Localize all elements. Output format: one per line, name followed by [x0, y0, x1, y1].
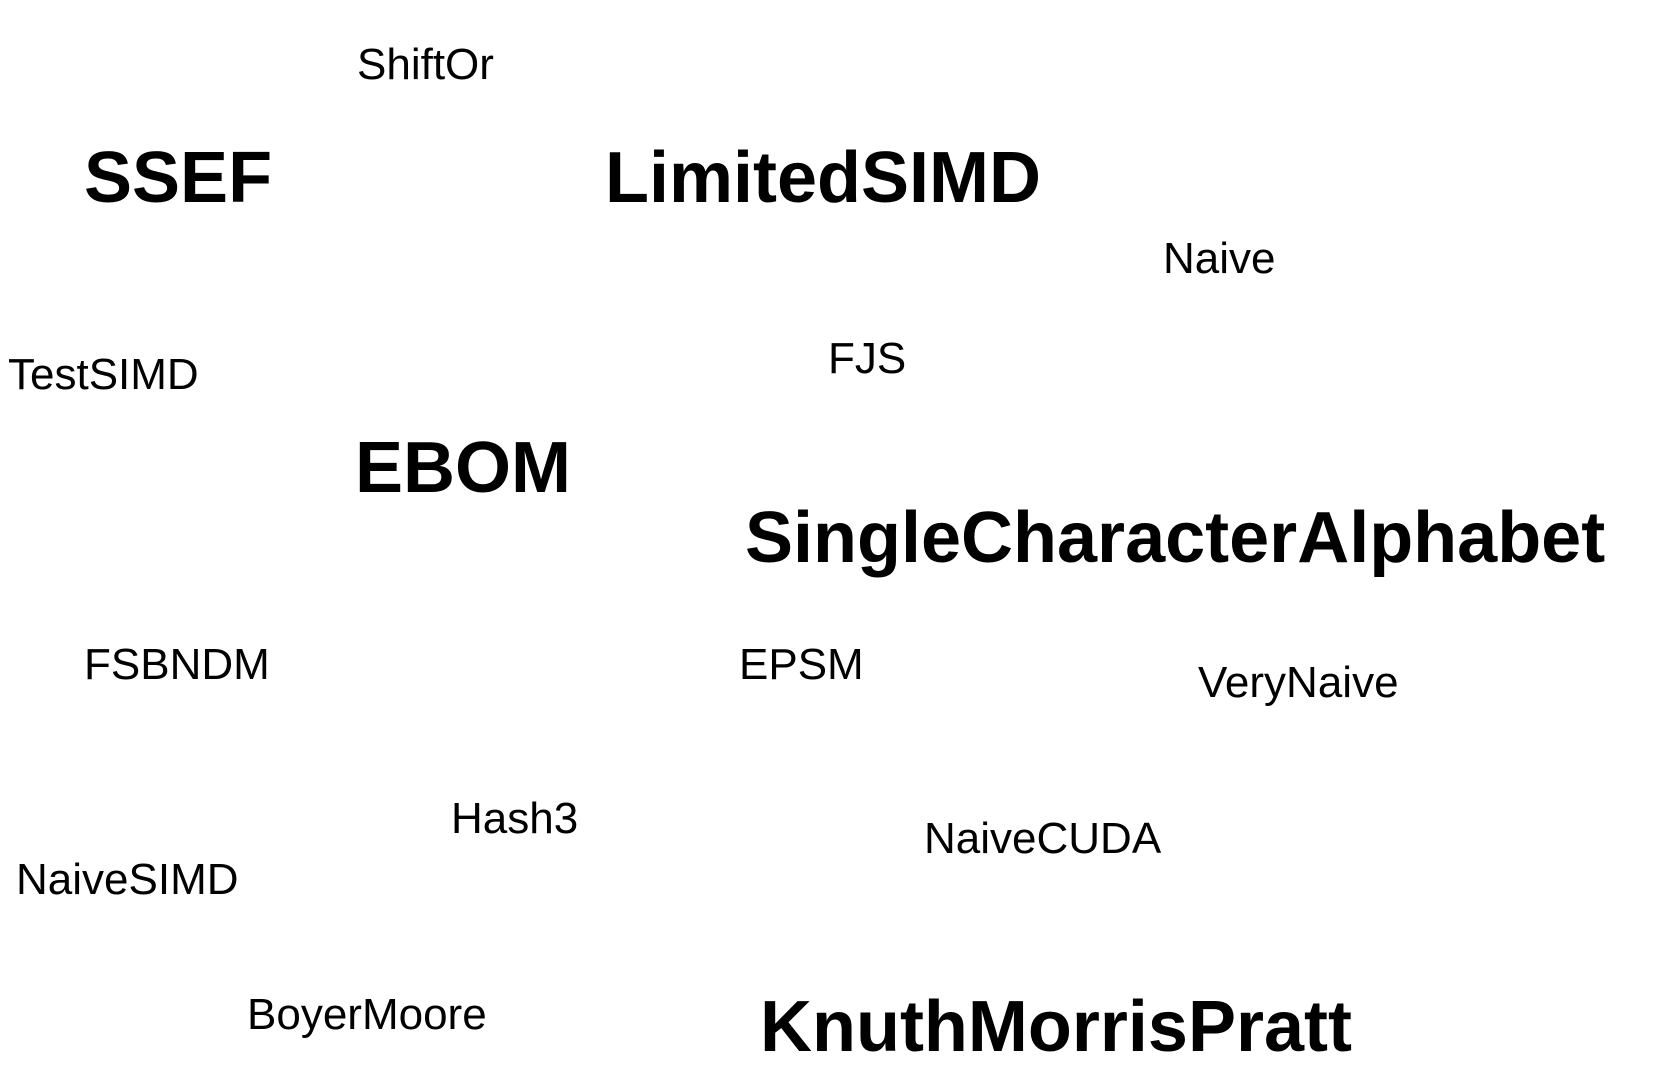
- word-singlecharacteralphabet: SingleCharacterAlphabet: [745, 498, 1606, 578]
- word-testsimd: TestSIMD: [8, 350, 199, 399]
- word-naivesimd: NaiveSIMD: [16, 855, 239, 904]
- word-limitedsimd: LimitedSIMD: [605, 138, 1042, 218]
- word-naive: Naive: [1163, 234, 1276, 283]
- word-fjs: FJS: [828, 334, 907, 383]
- word-hash3: Hash3: [451, 794, 579, 843]
- word-verynaive: VeryNaive: [1198, 658, 1399, 707]
- word-boyermoore: BoyerMoore: [247, 990, 487, 1039]
- word-naivecuda: NaiveCUDA: [924, 814, 1162, 863]
- word-knuthmorrispratt: KnuthMorrisPratt: [760, 987, 1352, 1067]
- word-shiftor: ShiftOr: [357, 40, 494, 89]
- word-ebom: EBOM: [355, 428, 571, 508]
- word-epsm: EPSM: [739, 640, 864, 689]
- word-ssef: SSEF: [84, 138, 273, 218]
- word-fsbndm: FSBNDM: [84, 640, 270, 689]
